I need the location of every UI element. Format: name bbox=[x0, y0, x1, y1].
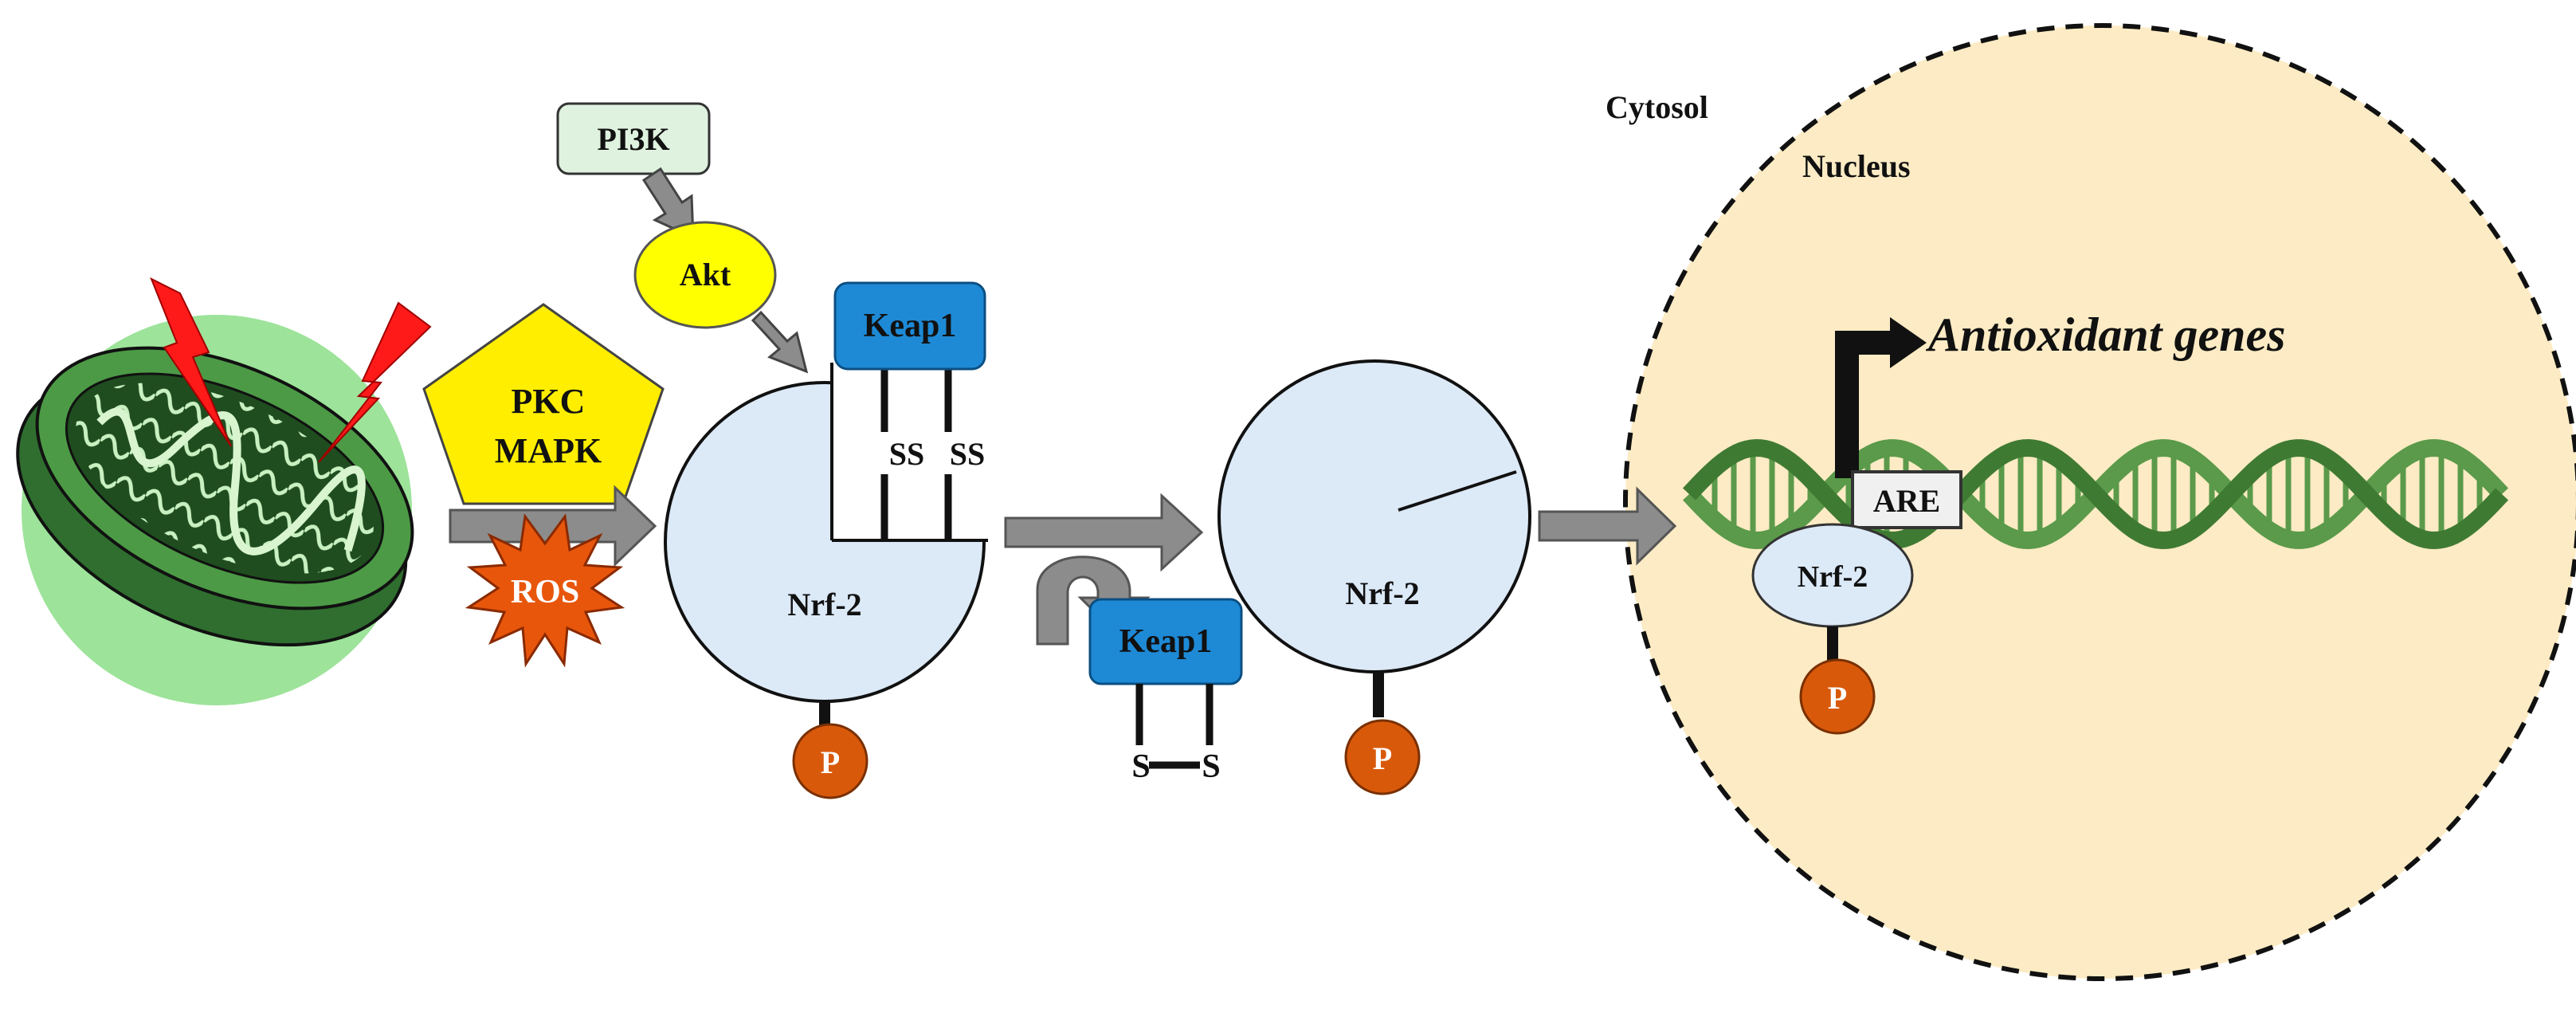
antioxidant-genes-label: Antioxidant genes bbox=[1925, 308, 2285, 361]
are-box bbox=[1851, 470, 1962, 529]
ros-label: ROS bbox=[511, 574, 579, 611]
akt-label: Akt bbox=[680, 257, 731, 292]
nrf2-free-label: Nrf-2 bbox=[1345, 575, 1419, 611]
dna-helix bbox=[1682, 438, 2509, 550]
transcription-arrow bbox=[1835, 331, 1892, 478]
mitochondrion bbox=[16, 315, 414, 705]
cytosol-label: Cytosol bbox=[1606, 89, 1708, 125]
phosphate-bound bbox=[792, 723, 868, 799]
nrf2-nucleus-label: Nrf-2 bbox=[1798, 560, 1868, 594]
s-label-right: S bbox=[1202, 748, 1220, 785]
lightning-bolt-icon bbox=[150, 277, 232, 447]
pi3k-label: PI3K bbox=[597, 121, 669, 157]
lightning-bolt-icon bbox=[318, 301, 432, 463]
phosphate-free bbox=[1344, 719, 1421, 795]
nrf2-free bbox=[1217, 359, 1531, 673]
keap1-pocket bbox=[832, 360, 990, 540]
phosphate-bound-label: P bbox=[821, 744, 840, 780]
pi3k-box bbox=[556, 102, 711, 175]
ros-burst bbox=[465, 513, 625, 668]
phosphate-free-label: P bbox=[1373, 740, 1392, 776]
pkc-label: PKC bbox=[512, 382, 586, 421]
nucleus-label: Nucleus bbox=[1802, 148, 1911, 184]
akt-node bbox=[633, 221, 777, 329]
nuclear-translocation-arrow bbox=[1538, 486, 1677, 566]
are-label: ARE bbox=[1873, 483, 1940, 519]
ss-label-left: SS bbox=[889, 436, 925, 472]
keap1-free-box bbox=[1088, 598, 1243, 685]
keap1-bound-box bbox=[833, 281, 986, 371]
pi3k-akt-arrow bbox=[641, 167, 695, 240]
pkc-mapk-pentagon bbox=[422, 303, 665, 505]
keap1-free-label: Keap1 bbox=[1119, 623, 1213, 660]
keap1-bound-label: Keap1 bbox=[864, 308, 957, 344]
phosphate-nucleus bbox=[1799, 658, 1876, 735]
mapk-label: MAPK bbox=[495, 431, 602, 470]
ss-label-right: SS bbox=[950, 436, 986, 472]
dissociation-arrow bbox=[1004, 493, 1204, 572]
phosphate-nucleus-label: P bbox=[1828, 680, 1847, 716]
akt-nrf2-arrow bbox=[751, 310, 809, 374]
mito-nrf2-arrow bbox=[449, 485, 657, 567]
nrf2-bound-label: Nrf-2 bbox=[787, 587, 861, 622]
s-label-left: S bbox=[1131, 748, 1150, 785]
